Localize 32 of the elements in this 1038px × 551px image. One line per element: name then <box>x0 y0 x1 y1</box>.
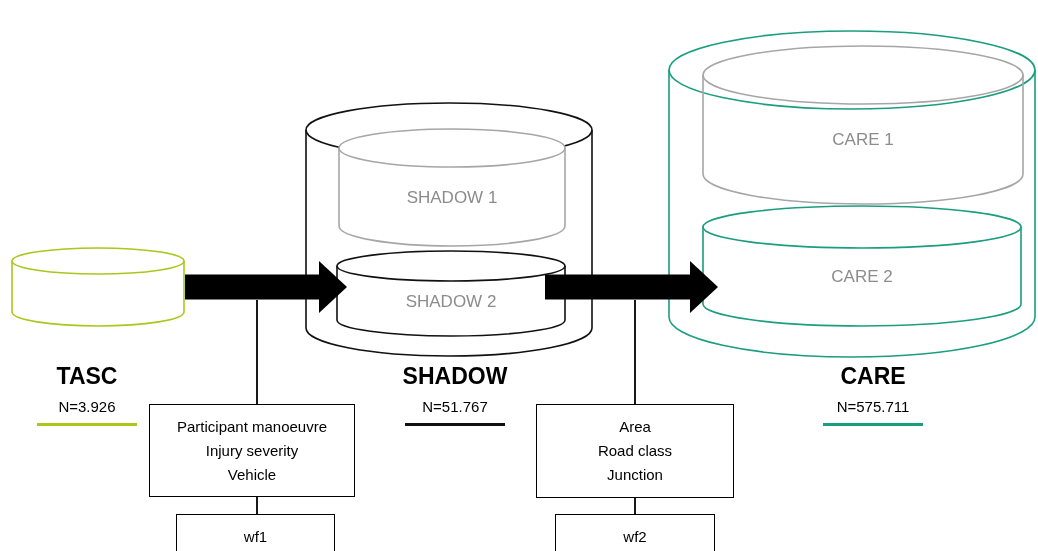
attribute-box <box>536 404 734 498</box>
connector-line <box>634 497 636 515</box>
attribute-label: Participant manoeuvre <box>176 417 328 437</box>
database-cylinder <box>702 205 1022 327</box>
attribute-box <box>149 404 355 497</box>
subset-label: SHADOW 2 <box>405 290 497 313</box>
database-cylinder <box>702 45 1024 205</box>
dataset-title: TASC <box>56 362 118 390</box>
attribute-label: wf2 <box>623 527 647 547</box>
attribute-label: Injury severity <box>205 441 299 461</box>
attribute-label: Road class <box>597 441 673 461</box>
sample-size: N=51.767 <box>422 397 488 417</box>
connector-line <box>634 299 636 405</box>
sample-size: N=3.926 <box>58 397 116 417</box>
attribute-label: wf1 <box>243 527 268 547</box>
block-arrow <box>545 261 718 313</box>
dataset-title: CARE <box>840 362 906 390</box>
block-arrow <box>185 261 347 313</box>
subset-label: SHADOW 1 <box>406 186 498 209</box>
sample-size: N=575.711 <box>836 397 910 417</box>
subset-label: CARE 2 <box>831 266 893 289</box>
attribute-box <box>176 514 335 551</box>
database-cylinder <box>336 250 566 337</box>
attribute-label: Junction <box>607 465 663 485</box>
attribute-box <box>555 514 715 551</box>
attribute-label: Area <box>619 417 651 437</box>
dataset-title: SHADOW <box>402 362 508 390</box>
subset-label: CARE 1 <box>832 129 894 152</box>
connector-line <box>256 496 258 515</box>
attribute-label: Vehicle <box>227 465 277 485</box>
connector-line <box>256 299 258 405</box>
database-cylinder <box>338 128 566 247</box>
